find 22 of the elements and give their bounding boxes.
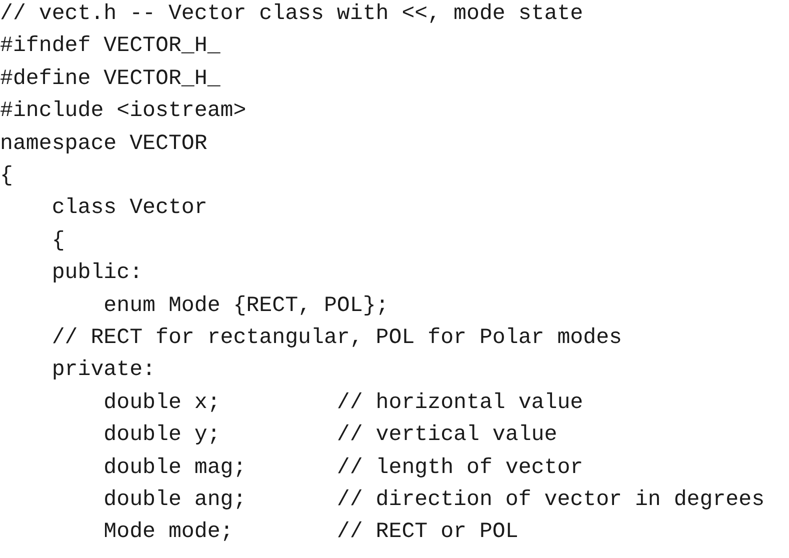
code-comment: // direction of vector in degrees [336, 488, 765, 512]
code-line: Mode mode; [104, 520, 234, 544]
code-line: namespace VECTOR [0, 132, 208, 156]
code-line: private: [52, 358, 156, 382]
code-comment: // vertical value [336, 423, 558, 448]
preprocessor-directive: #ifndef VECTOR_H_ [0, 34, 220, 58]
code-line: double x; [104, 390, 220, 415]
code-comment: // vect.h -- Vector class with <<, mode state [0, 2, 584, 26]
code-comment: // RECT for rectangular, POL for Polar modes [52, 326, 622, 350]
code-line: double y; [104, 423, 220, 448]
code-line: double ang; [104, 488, 246, 512]
code-line: class Vector [52, 196, 208, 220]
code-comment: // horizontal value [336, 390, 584, 415]
code-line: enum Mode {RECT, POL}; [104, 294, 389, 318]
code-brace: { [52, 228, 65, 253]
preprocessor-directive: #include <iostream> [0, 99, 246, 124]
code-line: double mag; [104, 456, 246, 480]
code-line: public: [52, 261, 143, 286]
preprocessor-directive: #define VECTOR_H_ [0, 66, 220, 91]
code-brace: { [0, 164, 13, 188]
code-comment: // RECT or POL [336, 520, 518, 544]
code-comment: // length of vector [336, 456, 584, 480]
